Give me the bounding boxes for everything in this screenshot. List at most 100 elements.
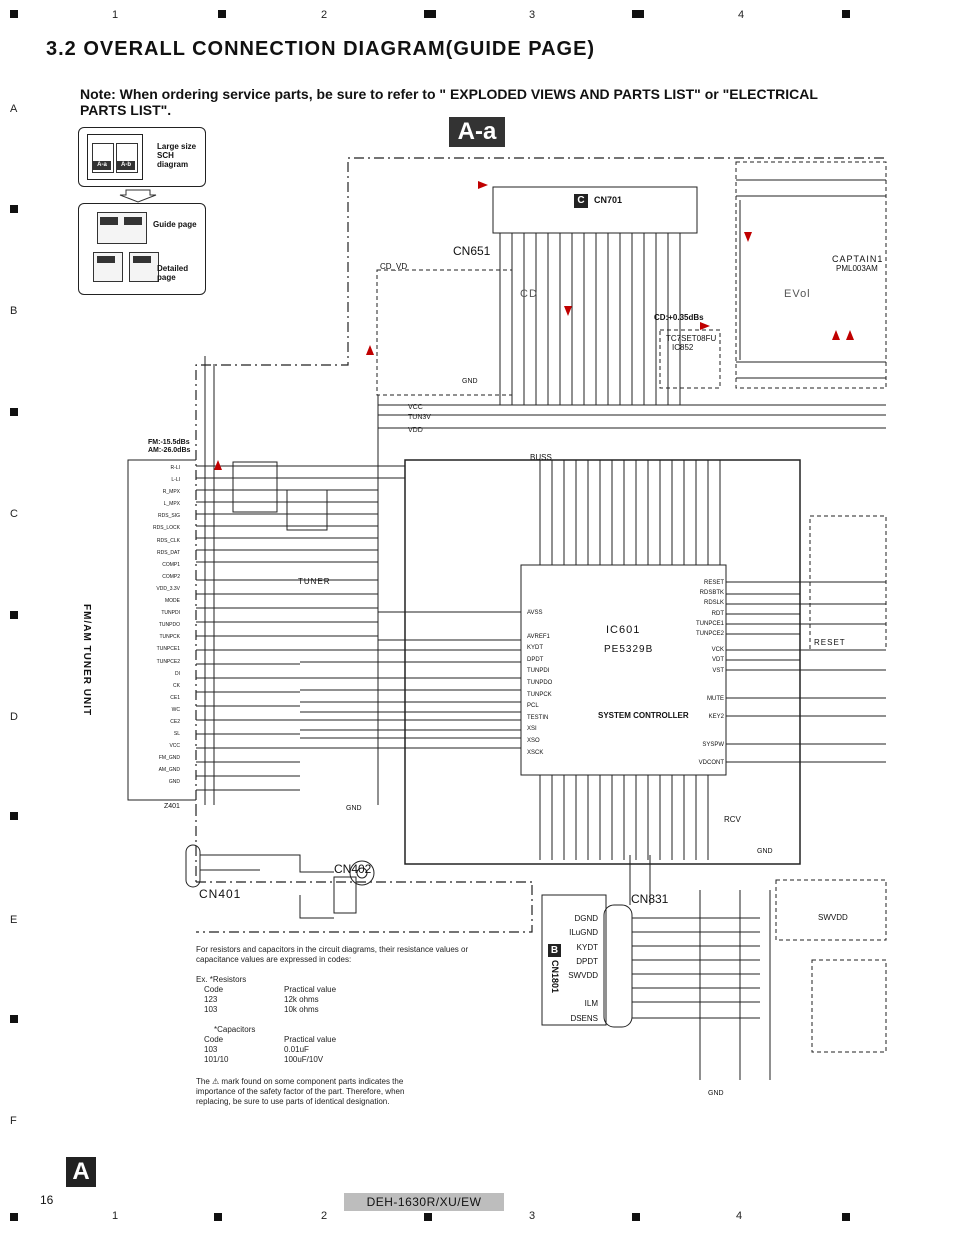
- cn1801-badge: B: [548, 944, 561, 957]
- pin-label: TUNPCE1: [156, 646, 180, 653]
- pin-label: WC: [171, 706, 180, 713]
- pin-label: RDS_CLK: [156, 537, 180, 544]
- pin-label: AVSS: [527, 610, 543, 616]
- mini-sheet-icon: A-a A-b: [87, 134, 143, 180]
- mini-tile-b: A-b: [117, 161, 135, 170]
- pin-label: FM_GND: [158, 755, 180, 762]
- row-label-b: B: [10, 305, 18, 317]
- page-title: 3.2 OVERALL CONNECTION DIAGRAM(GUIDE PAG…: [46, 38, 596, 60]
- pin-label: PCL: [527, 703, 539, 710]
- pin-label: AVREF1: [527, 633, 550, 640]
- pin-label: DI: [175, 670, 180, 677]
- section-badge: A-a: [449, 117, 505, 147]
- model-number: DEH-1630R/XU/EW: [344, 1193, 504, 1211]
- pin-label: TESTIN: [527, 714, 549, 721]
- tuner-pins: R-LI L-LI R_MPX L_MPX RDS_SIG RDS_LOCK R…: [136, 462, 180, 789]
- large-size-guide-box: A-a A-b Large size SCH diagram: [78, 127, 206, 187]
- ruler-mark: [218, 10, 226, 18]
- pin-label: R_MPX: [162, 489, 180, 496]
- svg-text:VCC: VCC: [408, 404, 423, 411]
- cn831-pins: DGND ILuGND KYDT DPDT SWVDD ILM DSENS: [560, 912, 598, 1026]
- gnd-label: GND: [708, 1090, 724, 1097]
- pin-label: XSO: [527, 737, 540, 744]
- ruler-mark: [10, 611, 18, 619]
- large-size-label: Large size SCH diagram: [157, 142, 197, 169]
- am-level-label: AM:-26.0dBs: [148, 447, 191, 454]
- col-label-4: 4: [738, 9, 745, 21]
- cn1801-label: CN1801: [550, 960, 560, 994]
- ruler-mark: [10, 1015, 18, 1023]
- ic852-label: IC852: [672, 343, 694, 352]
- cn651-label: CN651: [453, 244, 491, 258]
- cd-vd-label: CD_VD: [380, 262, 408, 271]
- evol-label: EVol: [784, 288, 811, 300]
- ruler-mark: [10, 205, 18, 213]
- page-number: 16: [40, 1193, 54, 1207]
- book-detail-icon-2: [129, 252, 159, 282]
- ruler-mark: [10, 10, 18, 18]
- pin-label: MODE: [165, 598, 180, 605]
- captain-label: CAPTAIN1: [832, 254, 884, 264]
- ruler-mark: [842, 1213, 850, 1221]
- tc-label: TC7SET08FU: [666, 334, 717, 343]
- book-guide-icon: [97, 212, 147, 244]
- pin-label: COMP2: [162, 573, 180, 580]
- ordering-note: Note: When ordering service parts, be su…: [80, 86, 818, 118]
- mini-tile-a: A-a: [93, 161, 111, 170]
- pin-label: SWVDD: [568, 971, 598, 981]
- pin-label: GND: [168, 779, 180, 786]
- pin-label: TUNPCE2: [156, 658, 180, 665]
- arrow-down-icon: [119, 189, 157, 203]
- system-controller-label: SYSTEM CONTROLLER: [598, 711, 689, 720]
- svg-text:TUN3V: TUN3V: [408, 414, 431, 421]
- pin-label: KEY2: [708, 714, 724, 721]
- pin-label: VDD_3.3V: [156, 585, 180, 592]
- pin-label: VDCONT: [698, 760, 724, 767]
- row-label-a: A: [10, 103, 18, 115]
- col-label-4-bottom: 4: [736, 1210, 743, 1222]
- pin-label: RDT: [711, 610, 724, 617]
- codes-ex-label: Ex. *Resistors: [196, 975, 247, 984]
- fm-level-label: FM:-15.5dBs: [148, 439, 190, 446]
- pin-label: COMP1: [162, 561, 180, 568]
- pin-label: ILM: [584, 999, 598, 1009]
- page-section-badge: A: [66, 1157, 96, 1187]
- col-label-2: 2: [321, 9, 328, 21]
- pin-label: VDT: [712, 657, 724, 664]
- ruler-mark: [632, 1213, 640, 1221]
- pin-label: TUNPCE1: [695, 620, 724, 627]
- cd-level-label: CD:+0.35dBs: [654, 313, 704, 322]
- pin-label: L_MPX: [163, 501, 180, 508]
- ic601-part-label: PE5329B: [604, 644, 654, 655]
- pin-label: R-LI: [170, 465, 180, 471]
- ruler-mark: [424, 10, 436, 18]
- ruler-mark: [842, 10, 850, 18]
- ruler-mark: [10, 1213, 18, 1221]
- cn401-label: CN401: [199, 887, 242, 901]
- cn831-label: CN831: [631, 892, 669, 906]
- pin-label: TUNPDI: [527, 668, 550, 675]
- col-label-3-bottom: 3: [529, 1210, 536, 1222]
- pin-label: AM_GND: [158, 767, 180, 774]
- guide-page-label: Guide page: [153, 220, 197, 229]
- pin-label: ILuGND: [569, 928, 598, 938]
- pin-label: VCK: [711, 647, 724, 654]
- pin-label: XSCK: [527, 749, 544, 756]
- gnd-label: GND: [757, 848, 773, 855]
- cd-label: CD: [520, 288, 538, 300]
- pin-label: MUTE: [707, 695, 724, 702]
- pin-label: TUNPDO: [527, 679, 553, 686]
- pin-label: RDS_LOCK: [153, 525, 180, 532]
- swvdd-label: SWVDD: [818, 913, 848, 922]
- z401-label: Z401: [164, 803, 180, 810]
- codes-note: For resistors and capacitors in the circ…: [196, 945, 496, 1065]
- ic601-label: IC601: [606, 624, 641, 636]
- pin-label: TUNPCK: [527, 691, 552, 698]
- ruler-mark: [424, 1213, 432, 1221]
- pin-label: RDSLK: [703, 600, 724, 607]
